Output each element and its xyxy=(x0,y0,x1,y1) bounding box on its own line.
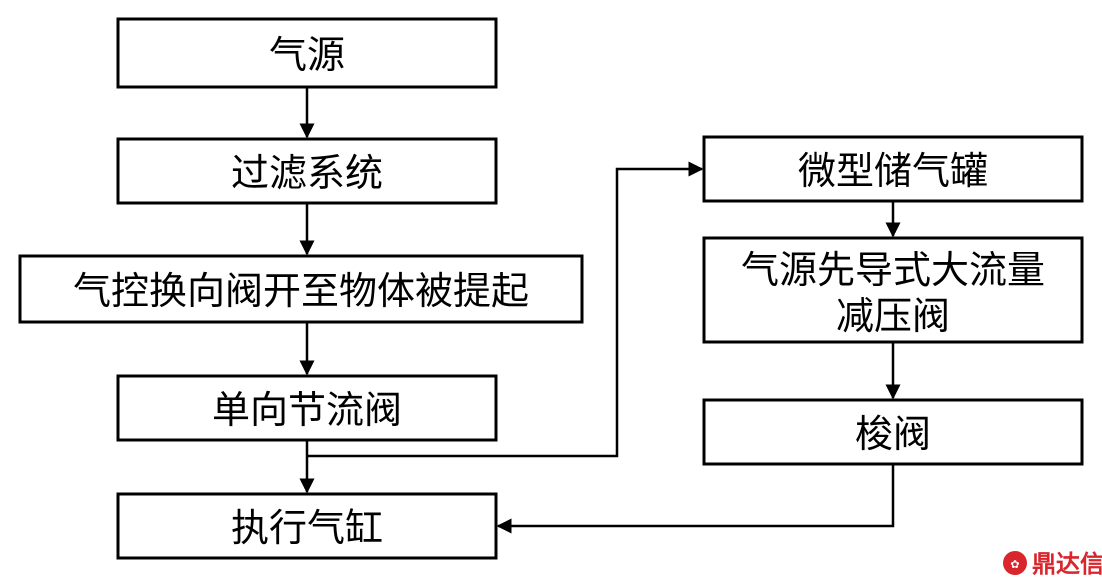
node-air-source: 气源 xyxy=(116,17,498,89)
watermark-badge-icon xyxy=(1003,551,1027,575)
node-reducing-valve-label-line1: 气源先导式大流量 xyxy=(741,248,1045,292)
node-filter-system-label: 过滤系统 xyxy=(231,151,383,195)
node-cylinder-label: 执行气缸 xyxy=(231,506,383,550)
node-shuttle-valve-label: 梭阀 xyxy=(855,412,931,456)
node-reducing-valve-label-line2: 减压阀 xyxy=(836,294,950,338)
node-micro-tank: 微型储气罐 xyxy=(702,135,1084,203)
node-reducing-valve: 气源先导式大流量 减压阀 xyxy=(702,236,1084,344)
watermark-badge-glyph: ✿ xyxy=(1010,558,1019,571)
node-throttle-valve: 单向节流阀 xyxy=(116,374,498,442)
node-micro-tank-label: 微型储气罐 xyxy=(798,149,988,193)
node-filter-system: 过滤系统 xyxy=(116,137,498,205)
node-pilot-valve: 气控换向阀开至物体被提起 xyxy=(18,254,584,324)
node-shuttle-valve: 梭阀 xyxy=(702,398,1084,466)
arrow-shuttle-to-cylinder xyxy=(496,464,895,534)
arrow-branch-to-micro-tank xyxy=(307,161,704,458)
node-air-source-label: 气源 xyxy=(269,33,345,77)
watermark-text: 鼎达信 xyxy=(1032,550,1102,578)
node-cylinder: 执行气缸 xyxy=(116,492,498,560)
watermark-logo: ✿ 鼎达信 xyxy=(1003,550,1102,578)
node-throttle-valve-label: 单向节流阀 xyxy=(212,388,402,432)
node-pilot-valve-label: 气控换向阀开至物体被提起 xyxy=(73,269,529,313)
